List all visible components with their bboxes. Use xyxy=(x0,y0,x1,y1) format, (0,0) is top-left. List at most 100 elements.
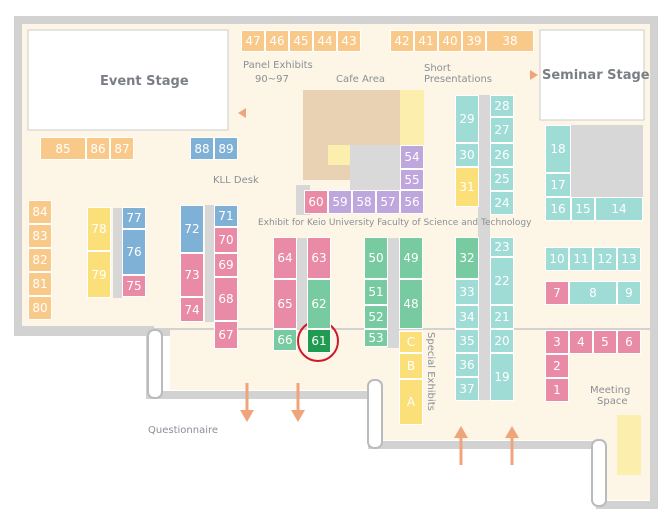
booth-86[interactable]: 86 xyxy=(86,137,110,160)
booth-29[interactable]: 29 xyxy=(455,95,479,143)
booth-7[interactable]: 7 xyxy=(545,281,569,305)
booth-30[interactable]: 30 xyxy=(455,143,479,167)
booth-38[interactable]: 38 xyxy=(486,30,534,52)
booth-18[interactable]: 18 xyxy=(545,125,571,173)
booth-39[interactable]: 39 xyxy=(462,30,486,52)
keio-exhibit-label: Exhibit for Keio University Faculty of S… xyxy=(258,218,532,228)
booth-23[interactable]: 23 xyxy=(490,237,514,257)
booth-69[interactable]: 69 xyxy=(214,253,238,277)
booth-32[interactable]: 32 xyxy=(455,237,479,279)
booth-65[interactable]: 65 xyxy=(273,279,297,329)
booth-4[interactable]: 4 xyxy=(569,330,593,354)
booth-28[interactable]: 28 xyxy=(490,95,514,117)
booth-57[interactable]: 57 xyxy=(376,190,400,214)
booth-26[interactable]: 26 xyxy=(490,143,514,167)
booth-88[interactable]: 88 xyxy=(190,137,214,160)
booth-50[interactable]: 50 xyxy=(364,237,388,279)
short-presentations-label-2: Presentations xyxy=(424,74,493,85)
booth-34[interactable]: 34 xyxy=(455,305,479,329)
booth-54[interactable]: 54 xyxy=(400,145,424,169)
booth-22[interactable]: 22 xyxy=(490,257,514,305)
booth-33[interactable]: 33 xyxy=(455,279,479,305)
booth-66[interactable]: 66 xyxy=(273,329,297,351)
booth-37[interactable]: 37 xyxy=(455,377,479,401)
booth-72[interactable]: 72 xyxy=(180,205,204,253)
booth-67[interactable]: 67 xyxy=(214,321,238,349)
booth-68[interactable]: 68 xyxy=(214,277,238,321)
booth-75[interactable]: 75 xyxy=(122,275,146,297)
booth-16[interactable]: 16 xyxy=(545,197,571,221)
booth-40[interactable]: 40 xyxy=(438,30,462,52)
booth-19[interactable]: 19 xyxy=(490,353,514,401)
booth-42[interactable]: 42 xyxy=(390,30,414,52)
booth-48[interactable]: 48 xyxy=(399,279,423,329)
booth-31[interactable]: 31 xyxy=(455,167,479,207)
booth-77[interactable]: 77 xyxy=(122,207,146,229)
booth-6[interactable]: 6 xyxy=(617,330,641,354)
booth-13[interactable]: 13 xyxy=(617,247,641,271)
booth-81[interactable]: 81 xyxy=(28,272,52,296)
booth-85[interactable]: 85 xyxy=(40,137,86,160)
booth-11[interactable]: 11 xyxy=(569,247,593,271)
booth-43[interactable]: 43 xyxy=(337,30,361,52)
booth-46[interactable]: 46 xyxy=(265,30,289,52)
booth-12[interactable]: 12 xyxy=(593,247,617,271)
booth-10[interactable]: 10 xyxy=(545,247,569,271)
booth-17[interactable]: 17 xyxy=(545,173,571,197)
booth-55[interactable]: 55 xyxy=(400,169,424,190)
booth-45[interactable]: 45 xyxy=(289,30,313,52)
booth-14[interactable]: 14 xyxy=(595,197,643,221)
booth-8[interactable]: 8 xyxy=(569,281,617,305)
booth-15[interactable]: 15 xyxy=(571,197,595,221)
booth-76[interactable]: 76 xyxy=(122,229,146,275)
booth-78[interactable]: 78 xyxy=(87,207,111,251)
booth-64[interactable]: 64 xyxy=(273,237,297,279)
booth-52[interactable]: 52 xyxy=(364,305,388,329)
booth-20[interactable]: 20 xyxy=(490,329,514,353)
booth-5[interactable]: 5 xyxy=(593,330,617,354)
booth-c[interactable]: C xyxy=(399,331,423,353)
meeting-space-label-2: Space xyxy=(597,396,628,407)
booth-35[interactable]: 35 xyxy=(455,329,479,353)
booth-80[interactable]: 80 xyxy=(28,296,52,320)
booth-9[interactable]: 9 xyxy=(617,281,641,305)
short-presentations-label-1: Short xyxy=(424,63,451,74)
booth-59[interactable]: 59 xyxy=(328,190,352,214)
seminar-stage-label: Seminar Stage xyxy=(542,68,650,83)
booth-49[interactable]: 49 xyxy=(399,237,423,279)
special-exhibits-label: Special Exhibits xyxy=(425,332,436,411)
booth-56[interactable]: 56 xyxy=(400,190,424,214)
booth-73[interactable]: 73 xyxy=(180,253,204,297)
booth-2[interactable]: 2 xyxy=(545,354,569,378)
booth-a[interactable]: A xyxy=(399,379,423,425)
booth-60[interactable]: 60 xyxy=(304,190,328,214)
booth-89[interactable]: 89 xyxy=(214,137,238,160)
booth-70[interactable]: 70 xyxy=(214,227,238,253)
booth-47[interactable]: 47 xyxy=(241,30,265,52)
booth-62[interactable]: 62 xyxy=(307,279,331,329)
booth-74[interactable]: 74 xyxy=(180,297,204,322)
booth-27[interactable]: 27 xyxy=(490,117,514,143)
booth-41[interactable]: 41 xyxy=(414,30,438,52)
booth-b[interactable]: B xyxy=(399,353,423,379)
booth-51[interactable]: 51 xyxy=(364,279,388,305)
booth-1[interactable]: 1 xyxy=(545,378,569,402)
booth-63[interactable]: 63 xyxy=(307,237,331,279)
booth-24[interactable]: 24 xyxy=(490,191,514,215)
booth-21[interactable]: 21 xyxy=(490,305,514,329)
booth-58[interactable]: 58 xyxy=(352,190,376,214)
booth-83[interactable]: 83 xyxy=(28,224,52,248)
booth-84[interactable]: 84 xyxy=(28,200,52,224)
booth-71[interactable]: 71 xyxy=(214,205,238,227)
meeting-space-label-1: Meeting xyxy=(590,385,631,396)
booth-3[interactable]: 3 xyxy=(545,330,569,354)
booth-61[interactable]: 61 xyxy=(307,329,331,353)
booth-79[interactable]: 79 xyxy=(87,251,111,298)
booth-36[interactable]: 36 xyxy=(455,353,479,377)
booth-87[interactable]: 87 xyxy=(110,137,134,160)
booth-25[interactable]: 25 xyxy=(490,167,514,191)
booth-82[interactable]: 82 xyxy=(28,248,52,272)
booth-53[interactable]: 53 xyxy=(364,329,388,347)
booth-44[interactable]: 44 xyxy=(313,30,337,52)
